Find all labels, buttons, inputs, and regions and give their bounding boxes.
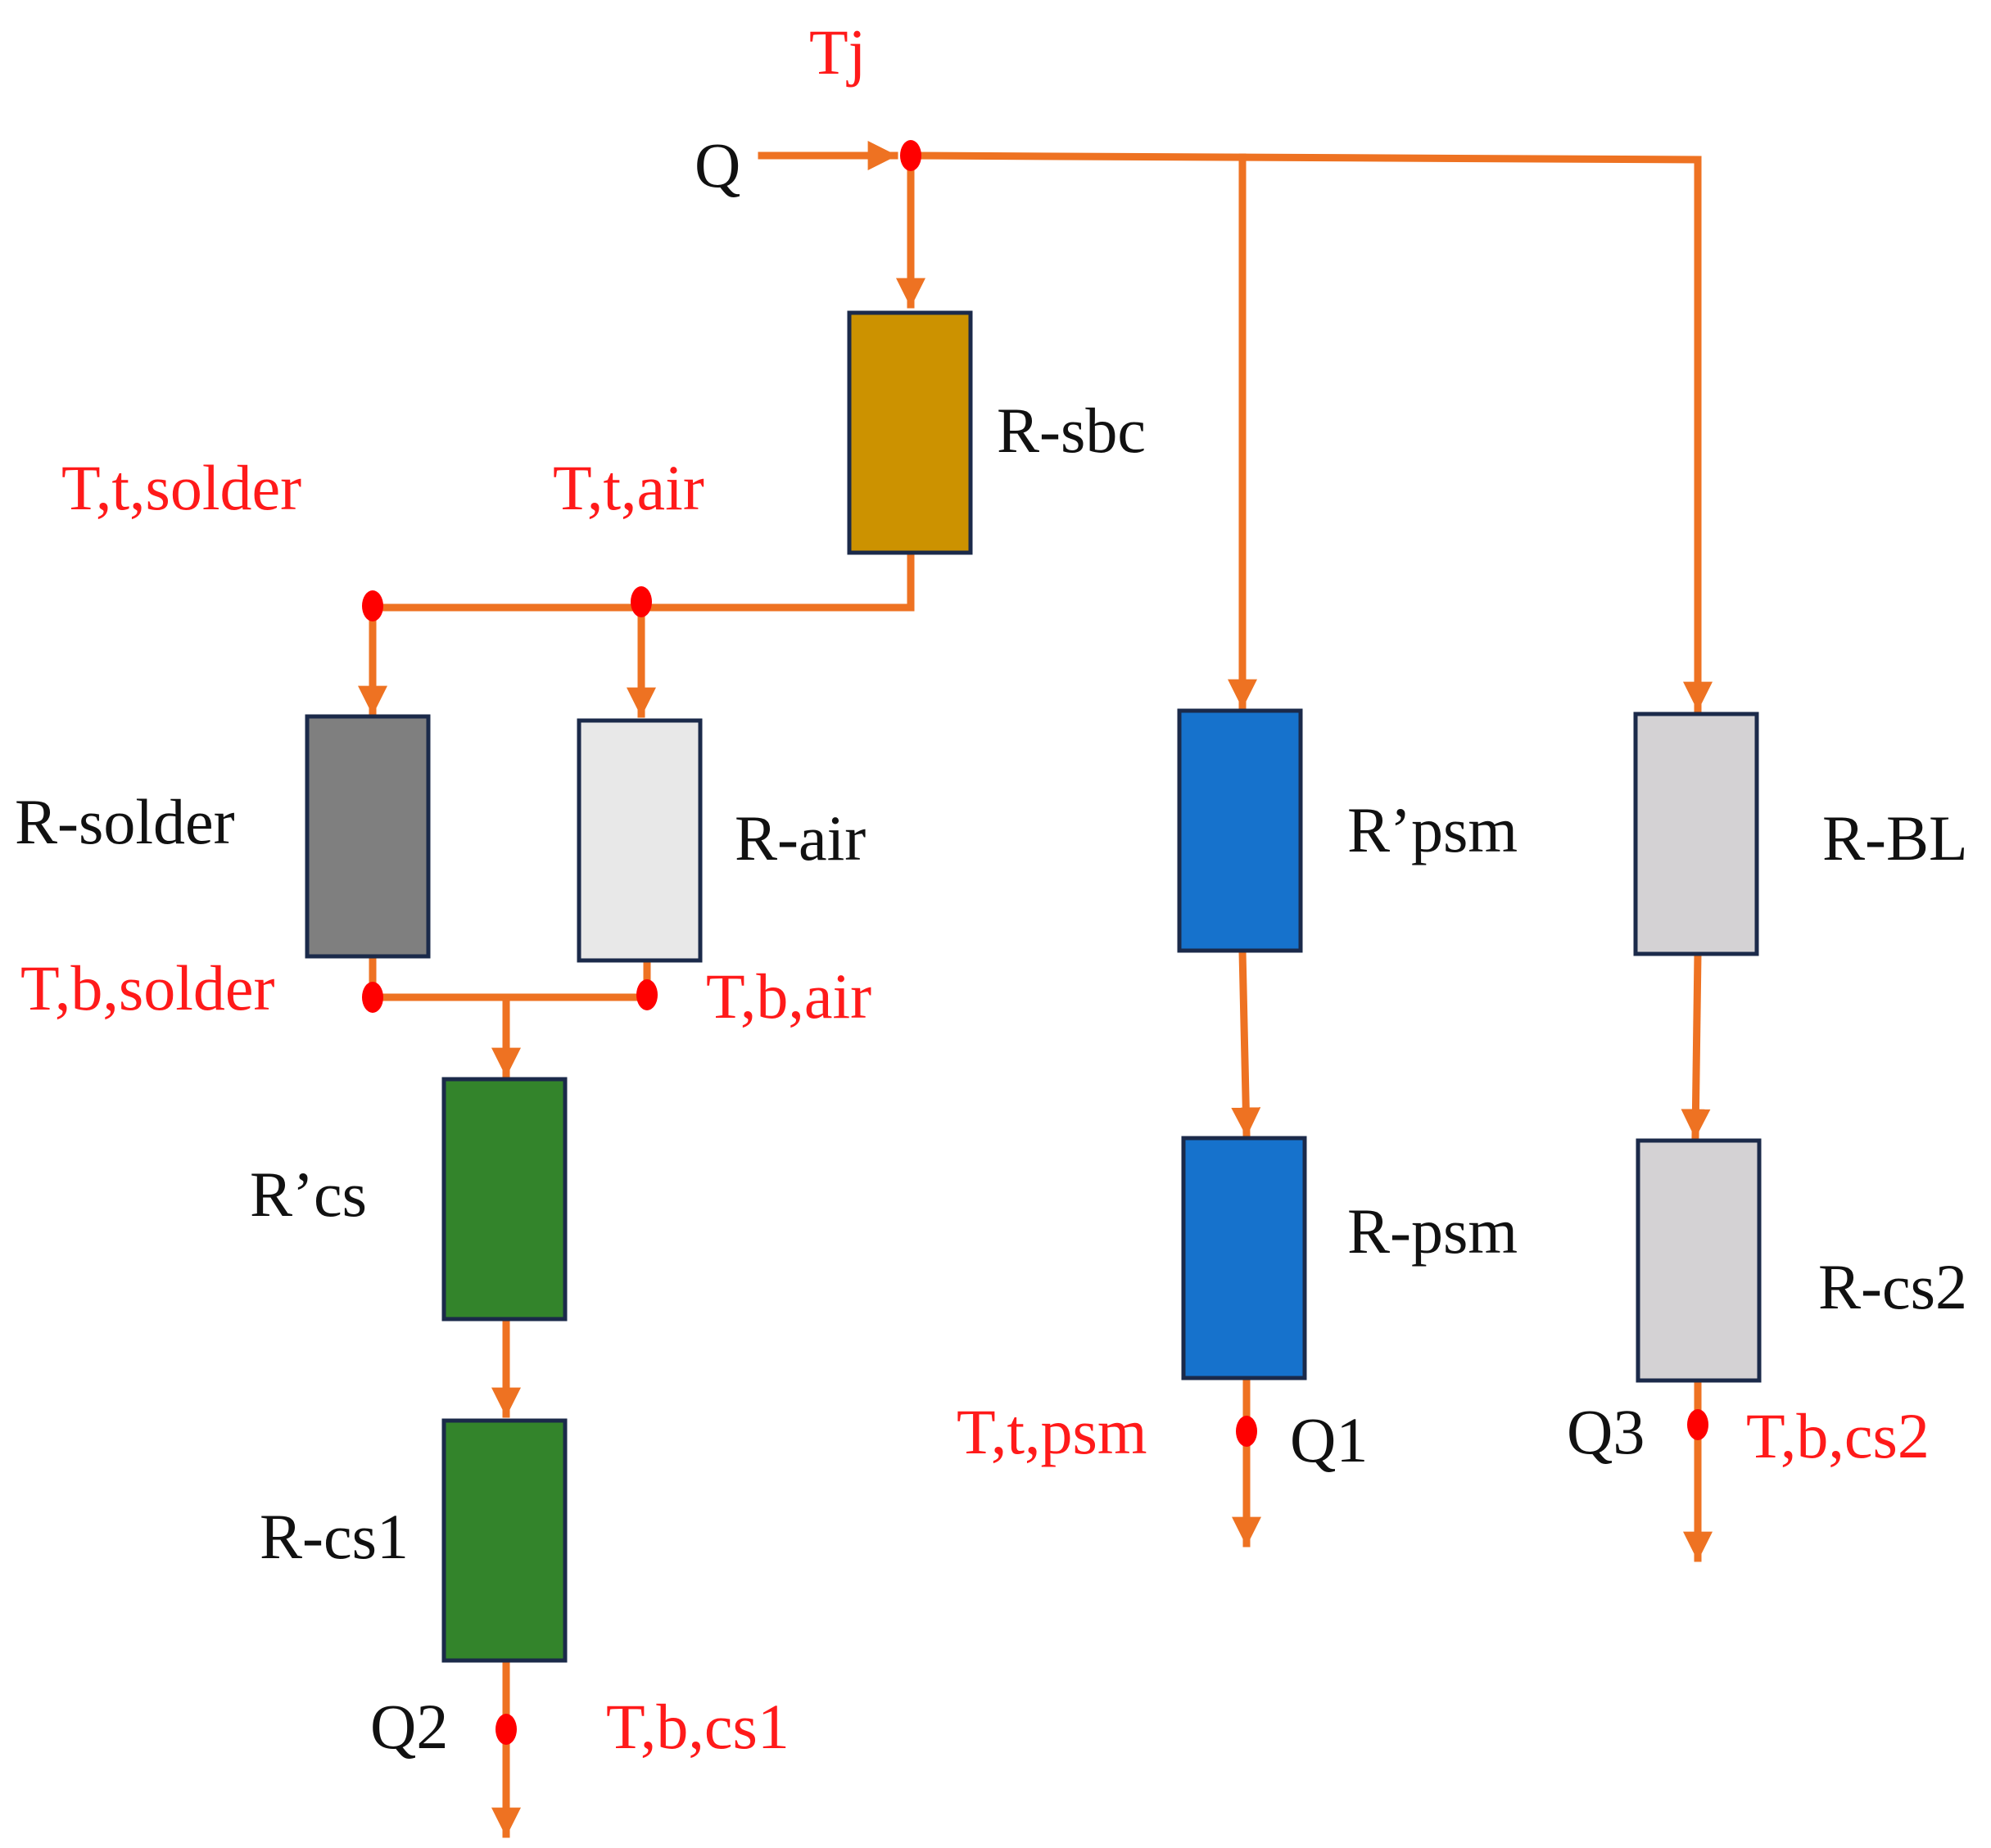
r-prime-psm-label: R’psm bbox=[1347, 794, 1518, 865]
r-prime-psm-box bbox=[1177, 708, 1303, 953]
r-sbc-output-wire bbox=[369, 550, 915, 612]
t-t-air-label: T,t,air bbox=[553, 452, 704, 523]
r-solder-label: R-solder bbox=[15, 786, 235, 857]
t-b-solder-node bbox=[362, 982, 383, 1013]
t-b-solder-label: T,b,solder bbox=[20, 952, 275, 1023]
t-b-air-node bbox=[636, 979, 658, 1010]
r-sbc-label: R-sbc bbox=[997, 395, 1146, 466]
t-b-cs2-node bbox=[1687, 1409, 1708, 1440]
top-bus-wire bbox=[907, 151, 1702, 164]
t-b-cs1-node bbox=[495, 1714, 517, 1745]
r-cs1-box bbox=[441, 1418, 568, 1663]
tj-label: Tj bbox=[809, 16, 866, 88]
r-cs2-box bbox=[1636, 1138, 1762, 1383]
r-psm-label: R-psm bbox=[1347, 1195, 1518, 1267]
r-psm-box bbox=[1181, 1136, 1307, 1380]
r-air-label: R-air bbox=[735, 802, 866, 874]
t-t-air-node bbox=[631, 586, 652, 617]
r-sbc-box bbox=[847, 310, 973, 555]
q-label: Q bbox=[695, 129, 740, 201]
q1-label: Q1 bbox=[1290, 1404, 1368, 1475]
t-t-psm-node bbox=[1236, 1416, 1257, 1447]
t-t-solder-node bbox=[362, 590, 383, 621]
t-b-cs1-label: T,b,cs1 bbox=[606, 1691, 790, 1762]
wire-to-r-psm bbox=[1231, 947, 1261, 1138]
r-cs1-label: R-cs1 bbox=[260, 1501, 409, 1572]
t-b-air-label: T,b,air bbox=[706, 960, 871, 1032]
r-prime-cs-label: R’cs bbox=[250, 1159, 367, 1230]
t-b-cs2-label: T,b,cs2 bbox=[1746, 1400, 1930, 1471]
r-bl-label: R-BL bbox=[1822, 802, 1968, 874]
tj-node bbox=[900, 140, 921, 171]
wire-to-r-cs2 bbox=[1681, 950, 1711, 1140]
r-bl-box bbox=[1633, 712, 1759, 956]
r-solder-box bbox=[305, 714, 431, 959]
r-air-box bbox=[577, 718, 703, 963]
t-t-psm-label: T,t,psm bbox=[957, 1396, 1147, 1467]
r-prime-cs-box bbox=[441, 1077, 568, 1322]
r-cs2-label: R-cs2 bbox=[1818, 1251, 1967, 1322]
t-t-solder-label: T,t,solder bbox=[61, 452, 301, 523]
q3-label: Q3 bbox=[1567, 1396, 1645, 1467]
q2-label: Q2 bbox=[370, 1691, 448, 1762]
